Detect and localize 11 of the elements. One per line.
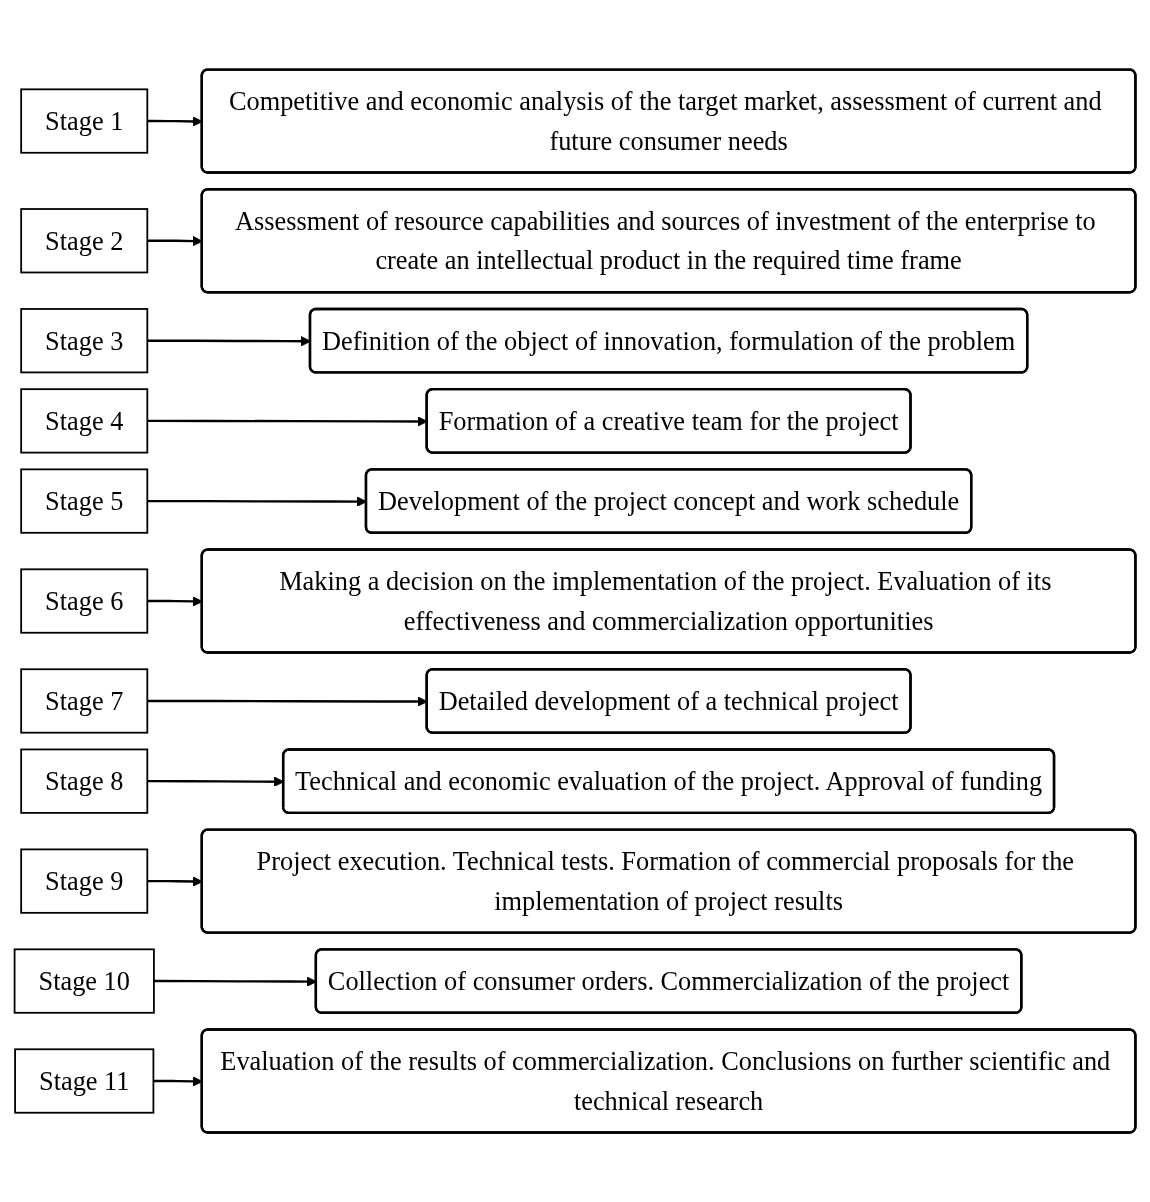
node-box: Stage 10 xyxy=(13,948,155,1014)
node-box: Stage 7 xyxy=(20,668,149,734)
node-box: Stage 2 xyxy=(20,208,149,274)
node-box: Stage 6 xyxy=(20,568,149,634)
node-box: Stage 1 xyxy=(20,88,149,154)
node-box: Stage 4 xyxy=(20,388,149,454)
node-box: Stage 3 xyxy=(20,308,149,374)
node-box: Stage 8 xyxy=(20,748,149,814)
node-box: Stage 11 xyxy=(14,1048,155,1114)
node-box: Stage 5 xyxy=(20,468,149,534)
node-box: Stage 9 xyxy=(20,848,149,914)
